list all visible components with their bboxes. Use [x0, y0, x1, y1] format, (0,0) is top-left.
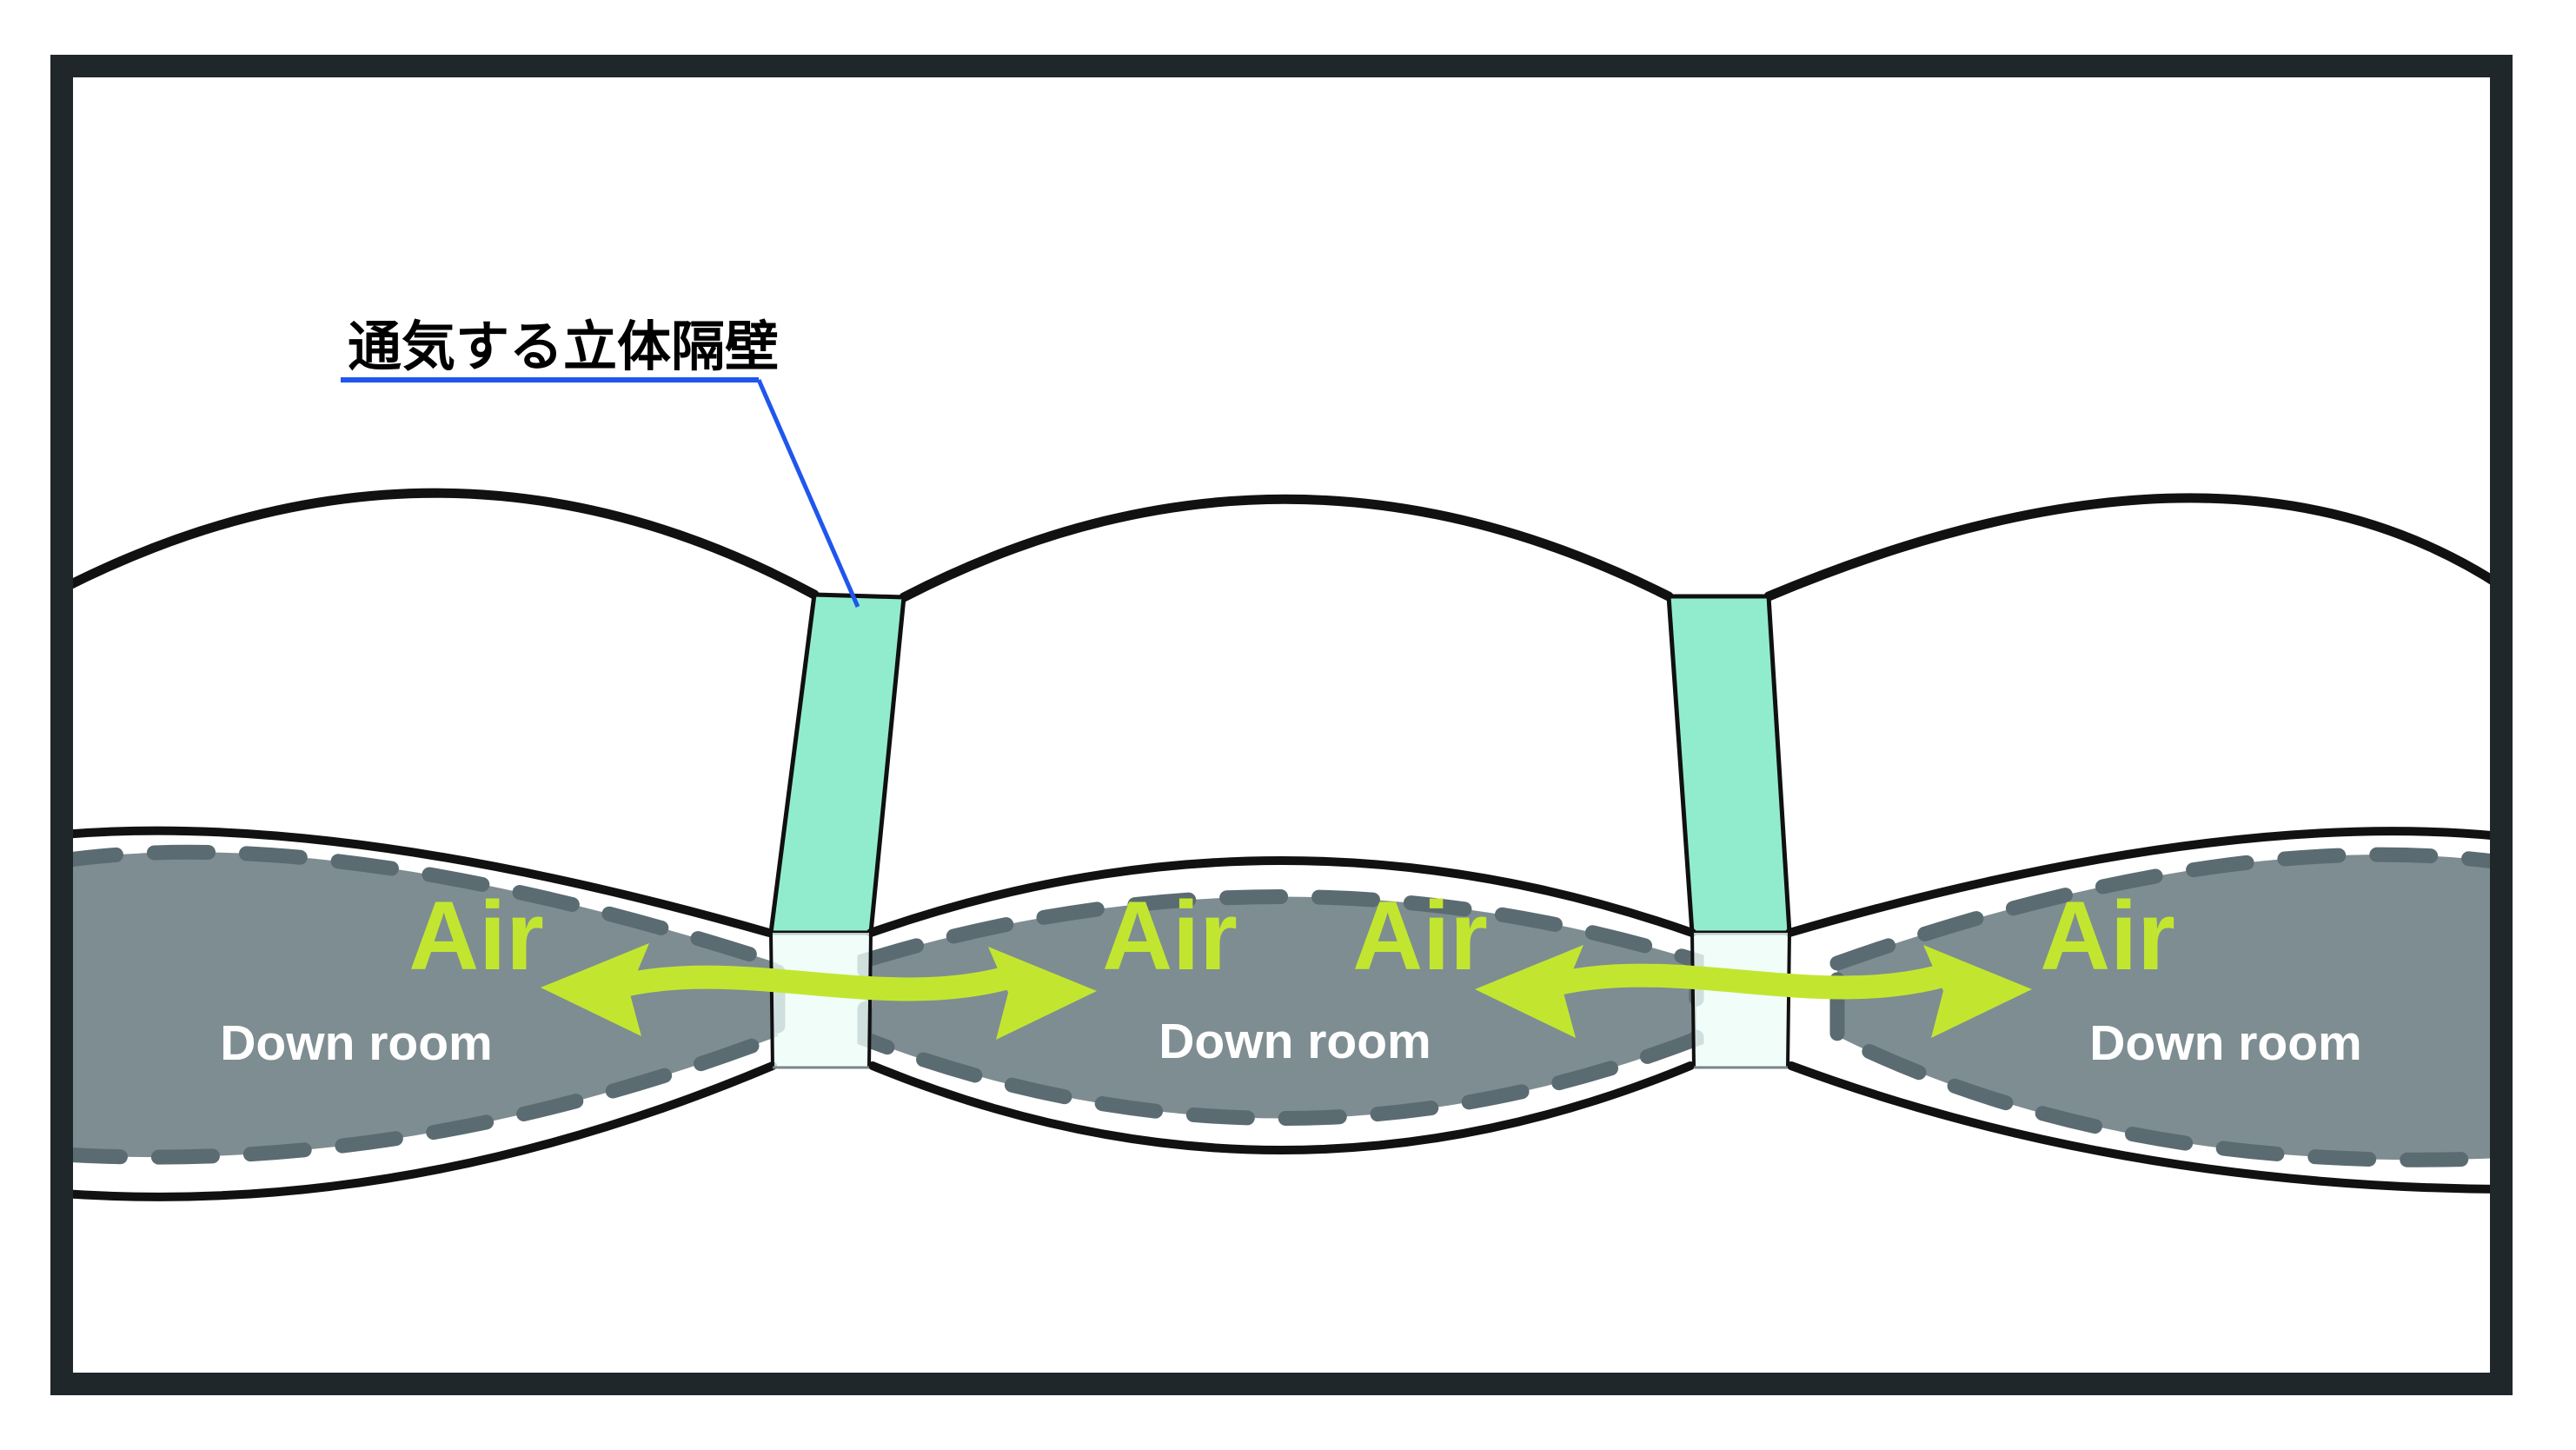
baffle-leader-line [756, 378, 860, 609]
chamber-2-down-fill [865, 896, 1696, 1119]
baffle-1-vent-right-edge [867, 932, 873, 1068]
air-flow-arrow-2-left-head [1475, 945, 1583, 1038]
chamber-1-outer-bottom [58, 1061, 777, 1201]
frame-border [50, 55, 2513, 1395]
baffle-1-vent-fill [771, 933, 871, 1068]
air-flow-arrow-1-shaft [605, 962, 1026, 1001]
air-flow-arrow-1 [541, 943, 1097, 1040]
chamber-2-outer-top [866, 856, 1696, 937]
chamber-3-outer-top [1785, 827, 2506, 937]
baffle-annotation: 通気する立体隔壁 [341, 317, 860, 609]
chamber-3-down-fill [1837, 855, 2501, 1161]
top-fabric [57, 488, 2506, 602]
top-fabric-arc-3 [1763, 493, 2506, 602]
baffle-2-vent-section [1690, 932, 1791, 1069]
air-label-1: Air [408, 881, 544, 990]
baffle-2-vent-fill [1692, 933, 1789, 1068]
baffle-2 [1666, 594, 1792, 935]
baffle-label: 通気する立体隔壁 [348, 317, 779, 377]
chamber-1-liner-dashes [55, 844, 786, 1165]
chamber-3-outer-bottom [1787, 1061, 2506, 1194]
baffle-1 [768, 592, 906, 935]
top-fabric-arc-2 [899, 494, 1674, 602]
down-chamber-1 [55, 826, 786, 1201]
air-flow-arrow-2-right-head [1923, 945, 2032, 1038]
chamber-1-outer-top [58, 826, 773, 937]
chamber-2-outer-bottom [868, 1061, 1695, 1154]
down-room-label-1: Down room [220, 1015, 492, 1071]
down-room-label-2: Down room [1159, 1014, 1431, 1069]
air-label-3: Air [1352, 881, 1488, 990]
air-flow-arrow-1-left-head [541, 943, 649, 1036]
baffle-2-vent-left-edge [1690, 932, 1696, 1068]
baffle-1-vent-left-edge [769, 932, 774, 1068]
air-flow-arrow-2 [1475, 945, 2032, 1038]
air-flow-arrow-1-right-head [988, 947, 1097, 1040]
baffle-2-vent-right-edge [1786, 932, 1791, 1068]
top-fabric-arc-1 [57, 488, 820, 600]
air-label-4: Air [2040, 881, 2175, 990]
down-chamber-2 [857, 856, 1704, 1154]
baffle-1-vent-section [769, 932, 873, 1069]
air-label-2: Air [1102, 881, 1238, 990]
chamber-1-down-fill [63, 852, 778, 1158]
air-flow-arrow-2-shaft [1539, 961, 1960, 1000]
down-room-label-3: Down room [2089, 1015, 2361, 1071]
